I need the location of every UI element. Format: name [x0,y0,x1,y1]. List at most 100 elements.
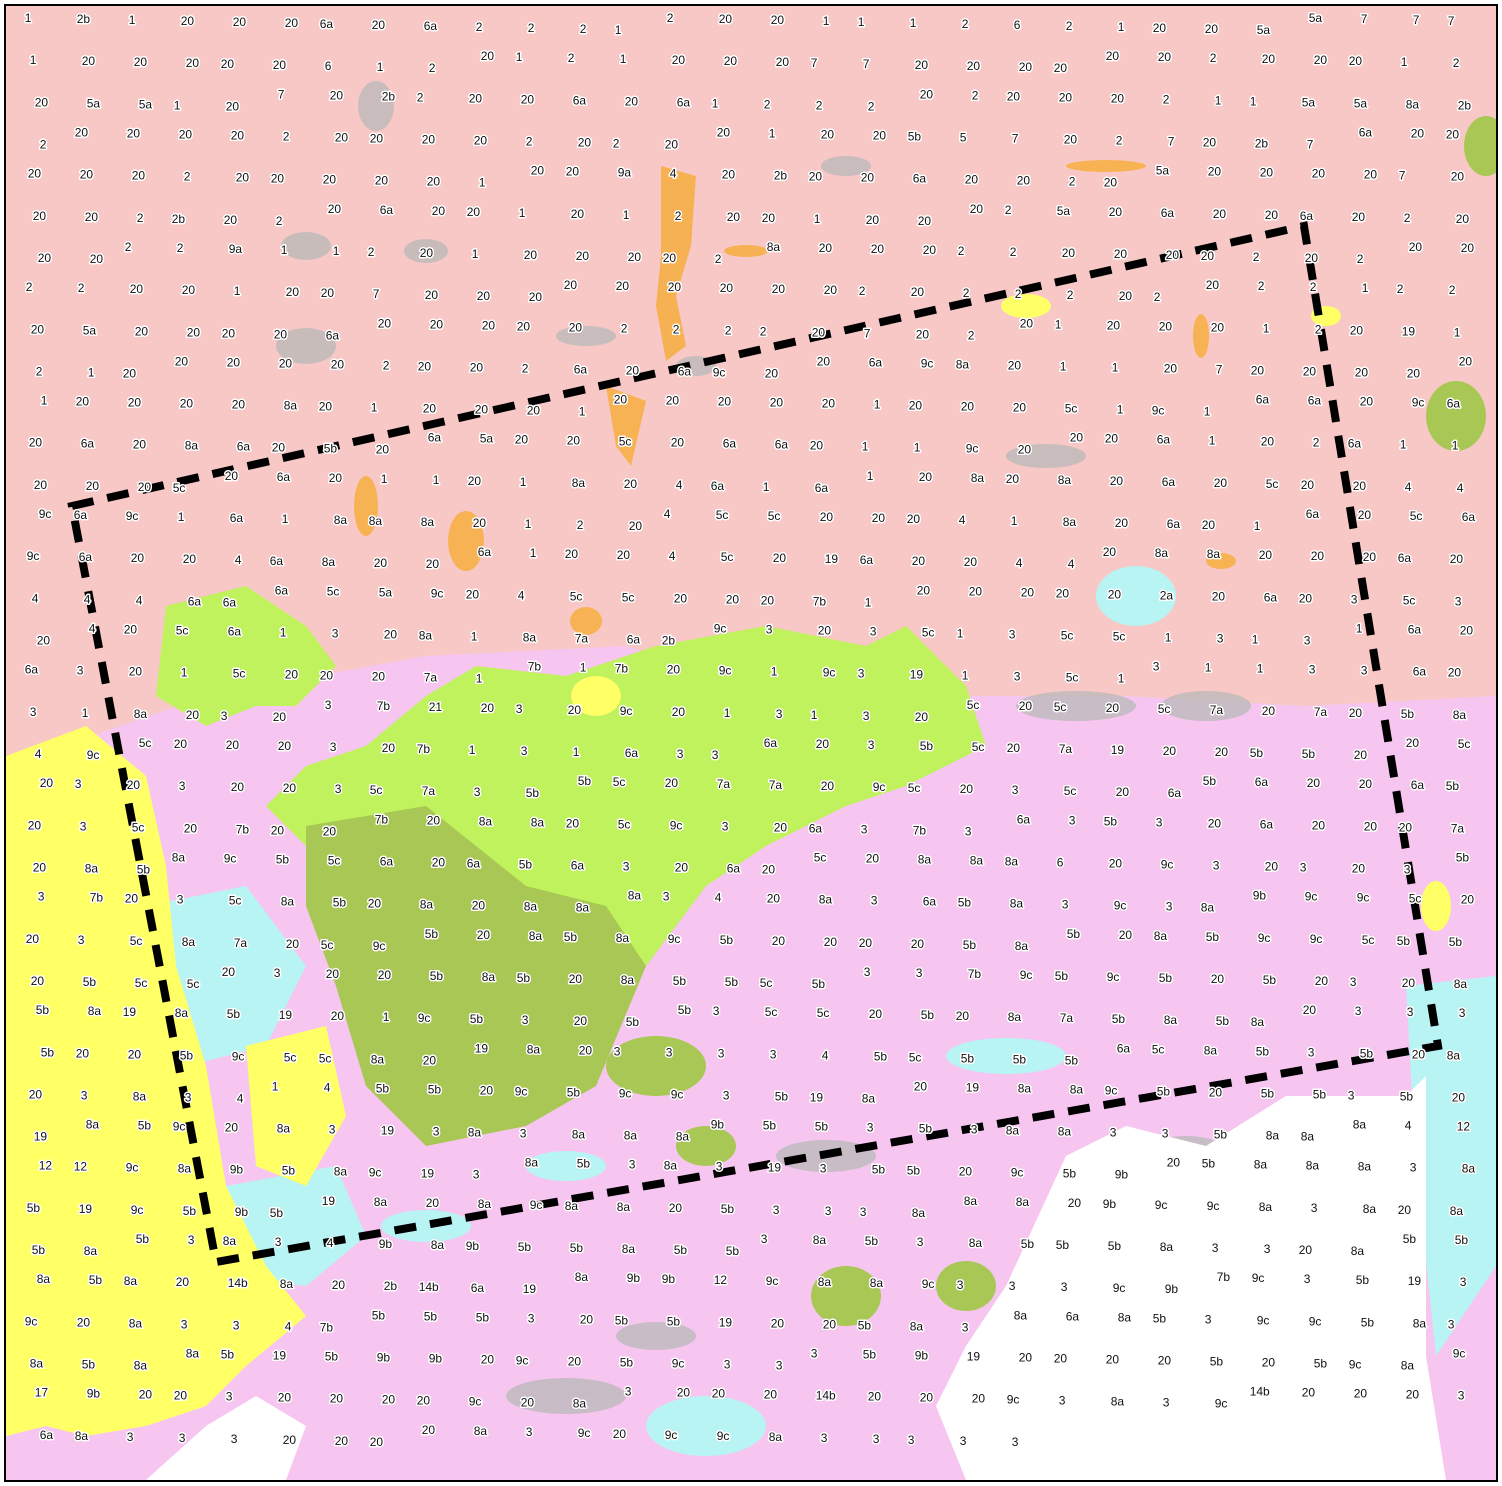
unit-label: 3 [1156,815,1163,829]
unit-label: 2b [384,1279,398,1293]
unit-label: 5c [972,740,985,754]
unit-label: 5b [815,1120,829,1134]
unit-label: 19 [79,1202,93,1216]
unit-label: 4 [136,593,143,607]
unit-label: 7a [424,671,438,685]
unit-label: 9c [1107,970,1120,984]
unit-label: 1 [381,472,388,486]
unit-label: 2 [1210,51,1217,65]
unit-label: 20 [923,243,937,257]
unit-label: 20 [1399,820,1413,834]
unit-label: 20 [515,433,529,447]
unit-label: 20 [1119,289,1133,303]
unit-label: 8a [1160,1240,1174,1254]
unit-label: 8a [478,1197,492,1211]
unit-label: 8a [88,1004,102,1018]
unit-label: 3 [179,1431,186,1445]
unit-label: 5a [1309,11,1323,25]
unit-label: 8a [420,898,434,912]
unit-label: 19 [810,1090,824,1104]
unit-label: 20 [1158,50,1172,64]
unit-label: 2 [621,321,628,335]
unit-label: 7b [320,1320,334,1334]
unit-label: 8a [969,1236,983,1250]
unit-label: 2 [963,286,970,300]
unit-label: 20 [566,816,580,830]
unit-label: 5c [1403,593,1416,607]
unit-label: 6a [1162,475,1176,489]
unit-label: 2 [1116,134,1123,148]
unit-label: 1 [519,206,526,220]
unit-label: 20 [372,670,386,684]
unit-label: 20 [1353,479,1367,493]
unit-label: 3 [625,1385,632,1399]
unit-label: 5b [1400,1089,1414,1103]
unit-label: 5b [1202,1157,1216,1171]
unit-label: 5c [176,624,189,638]
unit-label: 20 [720,281,734,295]
unit-label: 8a [1406,97,1420,111]
unit-label: 4 [324,1080,331,1094]
unit-label: 20 [1314,53,1328,67]
unit-label: 9b [466,1239,480,1253]
unit-label: 8a [84,1244,98,1258]
unit-label: 5c [139,736,152,750]
unit-label: 3 [820,1162,827,1176]
unit-label: 20 [139,1388,153,1402]
unit-label: 5b [874,1049,888,1063]
unit-label: 1 [1356,622,1363,636]
unit-label: 3 [871,894,878,908]
unit-label: 9c [373,939,386,953]
unit-label: 20 [481,1353,495,1367]
unit-label: 9b [379,1237,393,1251]
unit-label: 8a [431,1238,445,1252]
unit-label: 6a [1264,590,1278,604]
unit-label: 3 [275,1235,282,1249]
unit-label: 20 [761,593,775,607]
unit-label: 6a [1300,209,1314,223]
unit-label: 9c [418,1011,431,1025]
unit-label: 8a [1201,901,1215,915]
unit-label: 20 [222,965,236,979]
unit-label: 20 [1106,1353,1120,1367]
unit-label: 20 [1446,128,1460,142]
unit-label: 1 [962,669,969,683]
unit-label: 2 [276,214,283,228]
unit-label: 3 [526,1425,533,1439]
unit-label: 20 [28,167,42,181]
unit-label: 2 [177,241,184,255]
unit-label: 8a [482,970,496,984]
unit-label: 9c [671,1087,684,1101]
unit-label: 1 [471,630,478,644]
unit-label: 20 [1354,748,1368,762]
unit-label: 9c [369,1166,382,1180]
unit-label: 1 [25,11,32,25]
unit-label: 3 [971,1123,978,1137]
unit-label: 20 [665,138,679,152]
unit-label: 20 [626,363,640,377]
unit-label: 8a [819,893,833,907]
unit-label: 5b [138,1119,152,1133]
unit-label: 8a [1155,546,1169,560]
unit-label: 5b [1055,969,1069,983]
unit-label: 6a [79,550,93,564]
unit-label: 5b [476,1310,490,1324]
unit-label: 1 [1205,661,1212,675]
unit-label: 5a [87,96,101,110]
unit-label: 7b [1217,1270,1231,1284]
unit-label: 20 [320,669,334,683]
unit-label: 20 [965,173,979,187]
unit-label: 1 [333,244,340,258]
unit-label: 5c [1066,671,1079,685]
unit-label: 9c [1152,404,1165,418]
unit-label: 2 [476,20,483,34]
unit-label: 20 [1167,1156,1181,1170]
unit-label: 20 [1360,395,1374,409]
unit-label: 20 [770,396,784,410]
unit-label: 7a [1210,703,1224,717]
unit-label: 20 [1262,1356,1276,1370]
unit-label: 20 [1119,928,1133,942]
unit-label: 8a [277,1122,291,1136]
unit-label: 3 [770,1047,777,1061]
